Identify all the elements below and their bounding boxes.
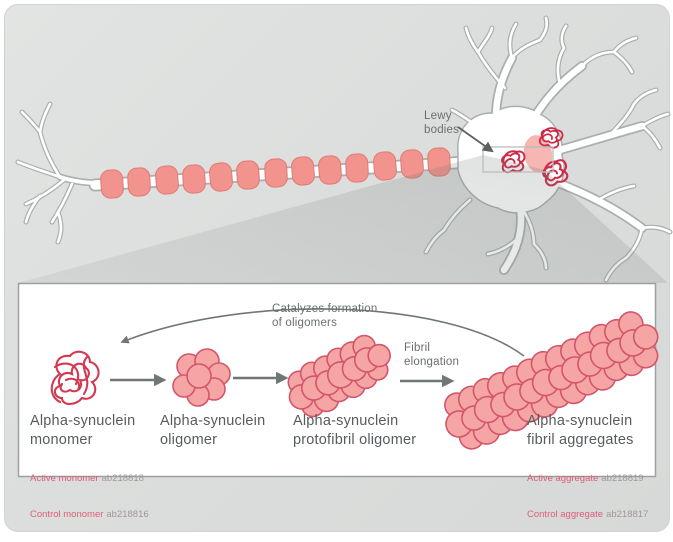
stage-title-oligomer: Alpha-synuclein oligomer xyxy=(160,413,266,448)
stage-title-fibril-aggregates: Alpha-synuclein fibril aggregates xyxy=(527,413,634,448)
catalyzes-arc-arrow-icon xyxy=(120,308,525,357)
product-code: ab218819 xyxy=(601,473,644,484)
product-name: Control monomer xyxy=(30,509,104,520)
axon-terminals-core xyxy=(16,102,102,244)
lewy-pointer-arrow-icon xyxy=(457,126,494,153)
myelin-sheath-icon xyxy=(100,147,451,199)
product-name: Active monomer xyxy=(30,473,99,484)
zoom-rectangle xyxy=(482,146,554,173)
nucleus-icon xyxy=(523,135,553,173)
lewy-bodies-label: Lewy bodies xyxy=(424,110,460,136)
stage-title-protofibril: Alpha-synuclein protofibril oligomer xyxy=(293,413,417,448)
fibril-elongation-label: Fibril elongation xyxy=(404,342,460,368)
product-code: ab218817 xyxy=(606,509,649,520)
magnifier-wedge xyxy=(18,155,668,283)
product-code: ab218818 xyxy=(101,473,144,484)
monomer-squiggle-icon xyxy=(50,350,100,406)
axon-terminals-icon xyxy=(15,101,104,245)
protofibril-tube-icon xyxy=(287,334,391,418)
stage-title-monomer: Alpha-synuclein monomer xyxy=(30,413,136,448)
catalyzes-formation-label: Catalyzes formation of oligomers xyxy=(272,303,378,329)
product-name: Control aggregate xyxy=(527,509,604,520)
product-name: Active aggregate xyxy=(527,473,599,484)
oligomer-cluster-icon xyxy=(172,348,231,407)
product-code: ab218816 xyxy=(106,509,149,520)
fibril-aggregate-tube-icon xyxy=(444,311,659,450)
